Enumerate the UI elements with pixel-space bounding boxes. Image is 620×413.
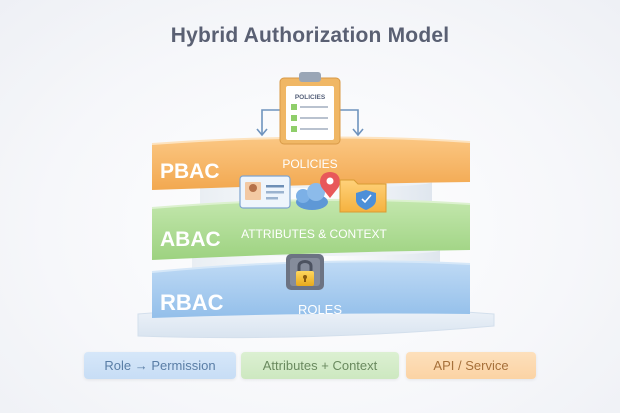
- clipboard-label: POLICIES: [295, 94, 326, 101]
- cloud-icon: [296, 183, 328, 210]
- legend-attributes-context: Attributes + Context: [241, 352, 399, 379]
- location-pin-icon: [320, 172, 340, 198]
- tier-pbac-acronym: PBAC: [160, 160, 220, 183]
- tier-pbac-label: POLICIES: [282, 157, 337, 171]
- tier-abac-acronym: ABAC: [160, 228, 221, 251]
- policy-flow-arrows: [256, 109, 364, 137]
- tier-rbac-label: ROLES: [298, 302, 342, 317]
- tier-abac-label: ATTRIBUTES & CONTEXT: [241, 227, 387, 241]
- diagram-title: Hybrid Authorization Model: [170, 24, 450, 47]
- tier-pbac: PBAC POLICIES: [151, 136, 471, 190]
- legend-role-permission: Role → Permission: [84, 352, 236, 379]
- id-card-icon: [239, 175, 291, 209]
- folder-shield-icon: [339, 179, 387, 213]
- tier-rbac-acronym: RBAC: [160, 290, 224, 315]
- padlock-icon: [286, 254, 324, 290]
- legend-api-service: API / Service: [406, 352, 536, 379]
- clipboard-icon: POLICIES: [279, 72, 341, 145]
